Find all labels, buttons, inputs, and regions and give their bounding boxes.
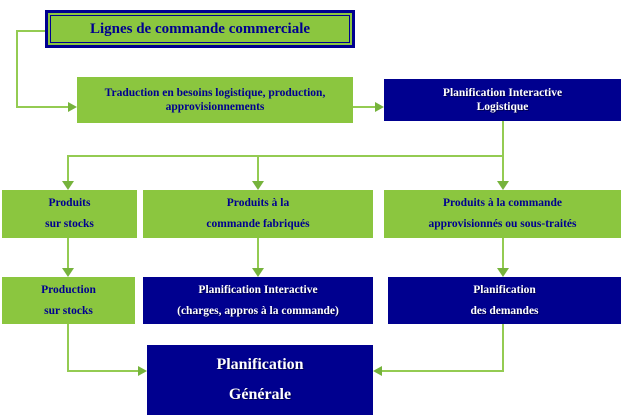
- node-label-line2: des demandes: [470, 304, 539, 317]
- node-label-line2: sur stocks: [44, 304, 93, 317]
- node-label-line1: Traduction en besoins logistique, produc…: [104, 86, 326, 99]
- edge-approvisionnes-to-demandes: [502, 238, 504, 269]
- edge-top-to-traduction: [16, 30, 45, 32]
- edge-top-to-traduction: [16, 30, 18, 108]
- edge-logistique-branch: [67, 155, 504, 157]
- node-label-line1: Planification: [473, 284, 536, 297]
- node-label-line2: sur stocks: [45, 218, 94, 231]
- arrowhead-icon: [68, 102, 77, 112]
- arrowhead-icon: [375, 102, 384, 112]
- node-traduction-besoins: Traduction en besoins logistique, produc…: [77, 77, 353, 123]
- node-label-line2: approvisionnements: [165, 101, 265, 113]
- edge-production-to-generale: [67, 324, 69, 372]
- node-label-line1: Planification Interactive: [198, 284, 318, 297]
- edge-branch-to-produits-fabriques: [257, 155, 259, 182]
- node-produits-commande-fabriques: Produits à la commande fabriqués: [143, 190, 373, 238]
- node-label-line1: Planification: [216, 356, 304, 373]
- edge-traduction-to-logistique: [353, 106, 376, 108]
- node-label-line2: Logistique: [476, 101, 529, 113]
- arrowhead-icon: [62, 181, 74, 190]
- node-planification-logistique: Planification Interactive Logistique: [384, 79, 621, 121]
- arrowhead-icon: [497, 268, 509, 277]
- node-label-line1: Produits: [48, 197, 91, 210]
- edge-branch-to-produits-stocks: [67, 155, 69, 182]
- node-label-line2: Générale: [228, 386, 292, 403]
- node-lignes-commande: Lignes de commande commerciale: [45, 10, 355, 48]
- node-label-line1: Produits à la: [226, 197, 290, 210]
- node-label-line1: Production: [41, 284, 96, 297]
- edge-production-to-generale: [67, 370, 138, 372]
- edge-demandes-to-generale: [502, 324, 504, 372]
- edge-branch-to-produits-approvisionnes: [502, 155, 504, 182]
- arrowhead-icon: [62, 268, 74, 277]
- edge-fabriques-to-interactive: [257, 238, 259, 269]
- edge-logistique-branch: [502, 121, 504, 157]
- node-planification-generale: Planification Générale: [147, 345, 373, 415]
- node-planification-demandes: Planification des demandes: [388, 277, 621, 324]
- edge-demandes-to-generale: [382, 370, 504, 372]
- node-produits-sur-stocks: Produits sur stocks: [2, 190, 137, 238]
- node-planification-interactive: Planification Interactive (charges, appr…: [143, 277, 373, 324]
- edge-stocks-to-production: [67, 238, 69, 269]
- node-label-line1: Produits à la commande: [443, 197, 562, 210]
- node-label: Lignes de commande commerciale: [89, 20, 311, 37]
- arrowhead-icon: [497, 181, 509, 190]
- node-produits-approvisionnes: Produits à la commande approvisionnés ou…: [384, 190, 621, 238]
- node-production-sur-stocks: Production sur stocks: [2, 277, 135, 324]
- node-label-line2: commande fabriqués: [206, 218, 310, 231]
- node-label-line1: Planification Interactive: [442, 86, 563, 99]
- arrowhead-icon: [252, 268, 264, 277]
- arrowhead-icon: [373, 366, 382, 376]
- edge-top-to-traduction: [16, 106, 69, 108]
- node-label-line2: approvisionnés ou sous-traités: [428, 218, 577, 231]
- arrowhead-icon: [138, 366, 147, 376]
- arrowhead-icon: [252, 181, 264, 190]
- node-label-line2: (charges, appros à la commande): [177, 304, 339, 317]
